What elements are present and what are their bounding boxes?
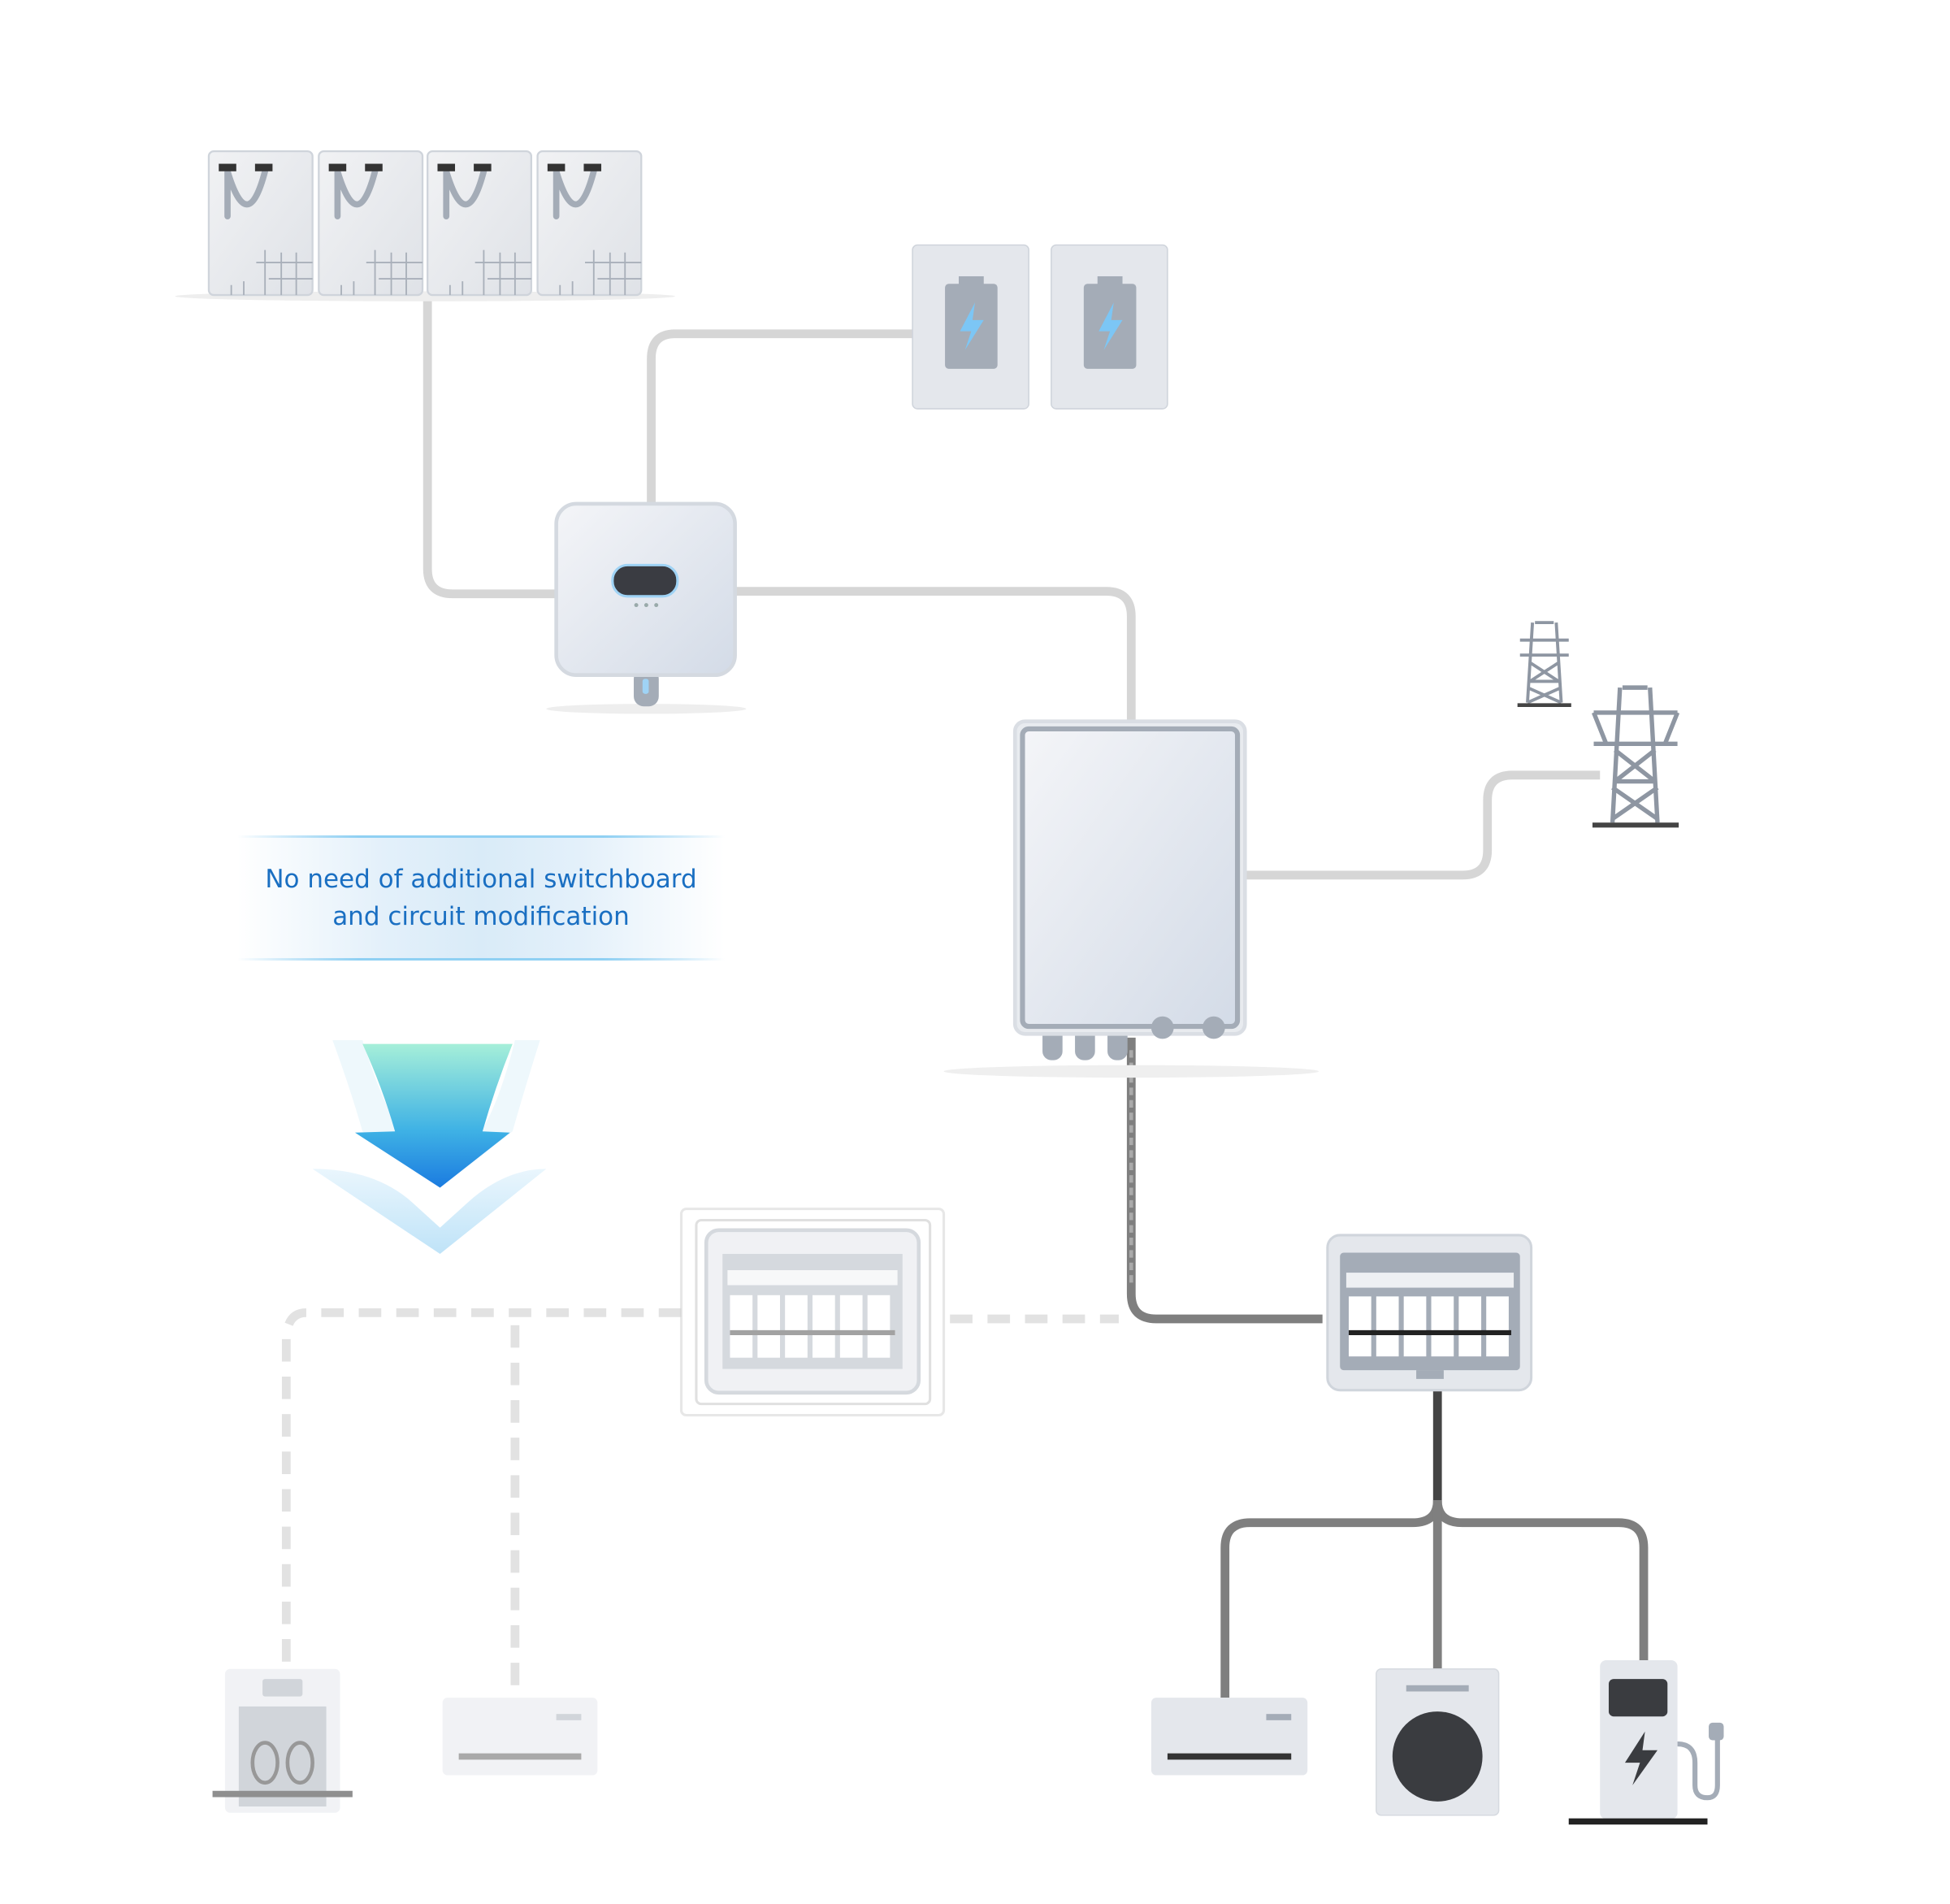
inverter <box>546 501 747 714</box>
banner-line-2: and circuit modification <box>332 902 630 931</box>
washing-machine-icon <box>1376 1668 1500 1816</box>
solar-panel-icon <box>207 150 314 297</box>
old-dashed-cables <box>281 1308 1119 1694</box>
smart-box <box>943 719 1320 1078</box>
power-towers <box>1517 621 1680 828</box>
ev-charger-icon <box>1568 1660 1724 1825</box>
air-conditioner-icon-old <box>442 1698 598 1776</box>
ac-cables <box>422 296 1601 880</box>
pv-cable <box>422 296 557 599</box>
inverter-display <box>611 563 679 598</box>
inverter-box-cable <box>734 587 1136 723</box>
old-switchboard <box>679 1208 946 1417</box>
power-tower-icon-small <box>1517 621 1571 707</box>
air-conditioner-icon <box>1150 1698 1308 1776</box>
battery-cable <box>647 329 913 504</box>
grid-cable <box>1245 770 1601 880</box>
banner-line-1: No need of additional switchboard <box>265 865 697 894</box>
down-arrow-icon <box>312 1039 547 1255</box>
solar-panels <box>175 150 675 301</box>
load-cables <box>1220 1390 1649 1698</box>
batteries <box>912 244 1168 410</box>
power-tower-icon-large <box>1592 685 1680 828</box>
info-banner: No need of additional switchboard and ci… <box>237 835 725 961</box>
battery-icon <box>912 244 1029 410</box>
switchboard <box>1326 1234 1533 1392</box>
dishwasher-icon <box>212 1668 353 1813</box>
box-switchboard-cable <box>1126 1037 1323 1324</box>
